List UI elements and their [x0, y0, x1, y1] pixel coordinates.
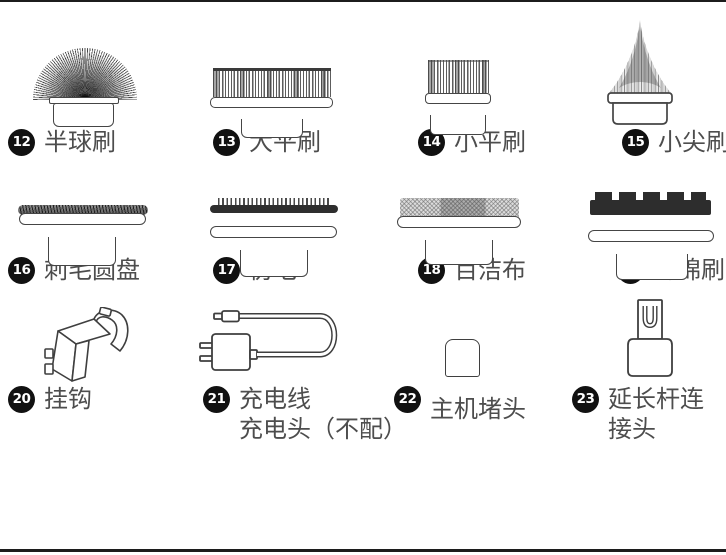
- scouring-pad-disc-icon: [397, 198, 522, 265]
- large-flat-brush-icon: [210, 68, 334, 138]
- adapter-output-nub: [249, 349, 258, 360]
- pointed-bristles: [609, 20, 671, 93]
- sponge-neck: [616, 254, 688, 280]
- adapter-prong-lower: [199, 355, 214, 362]
- charging-cable-icon: [199, 310, 338, 371]
- item-12-badge: 12: [8, 129, 35, 156]
- host-plug-cap-icon: [445, 339, 480, 377]
- hook-clip: [98, 307, 113, 317]
- small-brush-base: [425, 93, 491, 104]
- item-21-label: 充电线 充电头（不配）: [239, 385, 407, 443]
- fur-band: [210, 205, 338, 213]
- item-13-badge: 13: [213, 129, 240, 156]
- pointed-bristles-shade: [619, 22, 661, 88]
- usb-plug-body: [221, 310, 240, 323]
- fan-brush-base-bar: [49, 97, 119, 104]
- small-brush-neck: [430, 115, 486, 135]
- adapter-body: [211, 333, 251, 371]
- large-brush-bristles: [213, 68, 331, 97]
- fan-hemisphere-brush-icon: [33, 48, 137, 128]
- bristle-disc-plate: [19, 213, 146, 225]
- caption-item-12: 12 半球刷: [8, 127, 116, 157]
- fan-brush-body: [53, 103, 114, 127]
- sponge-block: [590, 192, 711, 215]
- hook-side-face: [71, 339, 90, 382]
- scouring-pad: [400, 198, 519, 217]
- pointed-brush-collar: [607, 92, 673, 104]
- hook-tab-lower: [44, 363, 54, 375]
- top-rule: [0, 0, 726, 2]
- fur-disc-neck: [240, 250, 308, 277]
- caption-item-21: 21 充电线 充电头（不配）: [203, 384, 407, 444]
- cable-outline: [238, 313, 338, 358]
- fan-bristles: [33, 48, 137, 100]
- bristle-disc-icon: [18, 205, 148, 266]
- extension-rod-connector-icon: [627, 299, 673, 377]
- item-17-badge: 17: [213, 257, 240, 284]
- caption-item-15: 15 小尖刷: [622, 127, 726, 157]
- wall-hook-icon: [44, 307, 129, 382]
- sponge-brush-icon: [588, 192, 715, 280]
- item-20-badge: 20: [8, 386, 35, 413]
- item-15-label: 小尖刷: [658, 128, 726, 156]
- imitation-fur-disc-icon: [210, 198, 338, 277]
- item-21-badge: 21: [203, 386, 230, 413]
- large-brush-neck: [241, 119, 303, 138]
- hook-arm: [93, 309, 129, 352]
- item-22-badge: 22: [394, 386, 421, 413]
- bristle-disc-fuzz: [18, 205, 148, 215]
- small-flat-brush-icon: [425, 60, 492, 135]
- item-20-label: 挂钩: [44, 385, 92, 413]
- connector-base: [627, 338, 673, 377]
- scouring-pad-neck: [425, 240, 493, 265]
- bottom-rule: [0, 549, 726, 552]
- item-15-badge: 15: [622, 129, 649, 156]
- item-23-badge: 23: [572, 386, 599, 413]
- cable-core: [238, 314, 336, 356]
- bristle-disc-neck: [48, 237, 116, 266]
- caption-item-23: 23 延长杆连 接头: [572, 384, 704, 444]
- item-12-label: 半球刷: [44, 128, 116, 156]
- scouring-pad-plate: [397, 216, 521, 228]
- large-brush-base: [210, 97, 333, 108]
- adapter-prong-upper: [199, 342, 214, 349]
- pointed-brush-body: [612, 102, 668, 125]
- caption-item-22: 22 主机堵头: [394, 384, 526, 424]
- sponge-plate: [588, 230, 714, 242]
- fur-fringe: [218, 198, 330, 205]
- caption-item-20: 20 挂钩: [8, 384, 92, 414]
- item-23-label: 延长杆连 接头: [608, 385, 704, 443]
- item-16-badge: 16: [8, 257, 35, 284]
- small-brush-bristles: [428, 60, 489, 93]
- connector-tab: [637, 299, 663, 340]
- fur-disc-plate: [210, 226, 337, 238]
- hook-tab-upper: [44, 348, 54, 359]
- item-22-label: 主机堵头: [430, 395, 526, 423]
- connector-u-core: [643, 306, 657, 327]
- small-pointed-brush-icon: [607, 20, 673, 125]
